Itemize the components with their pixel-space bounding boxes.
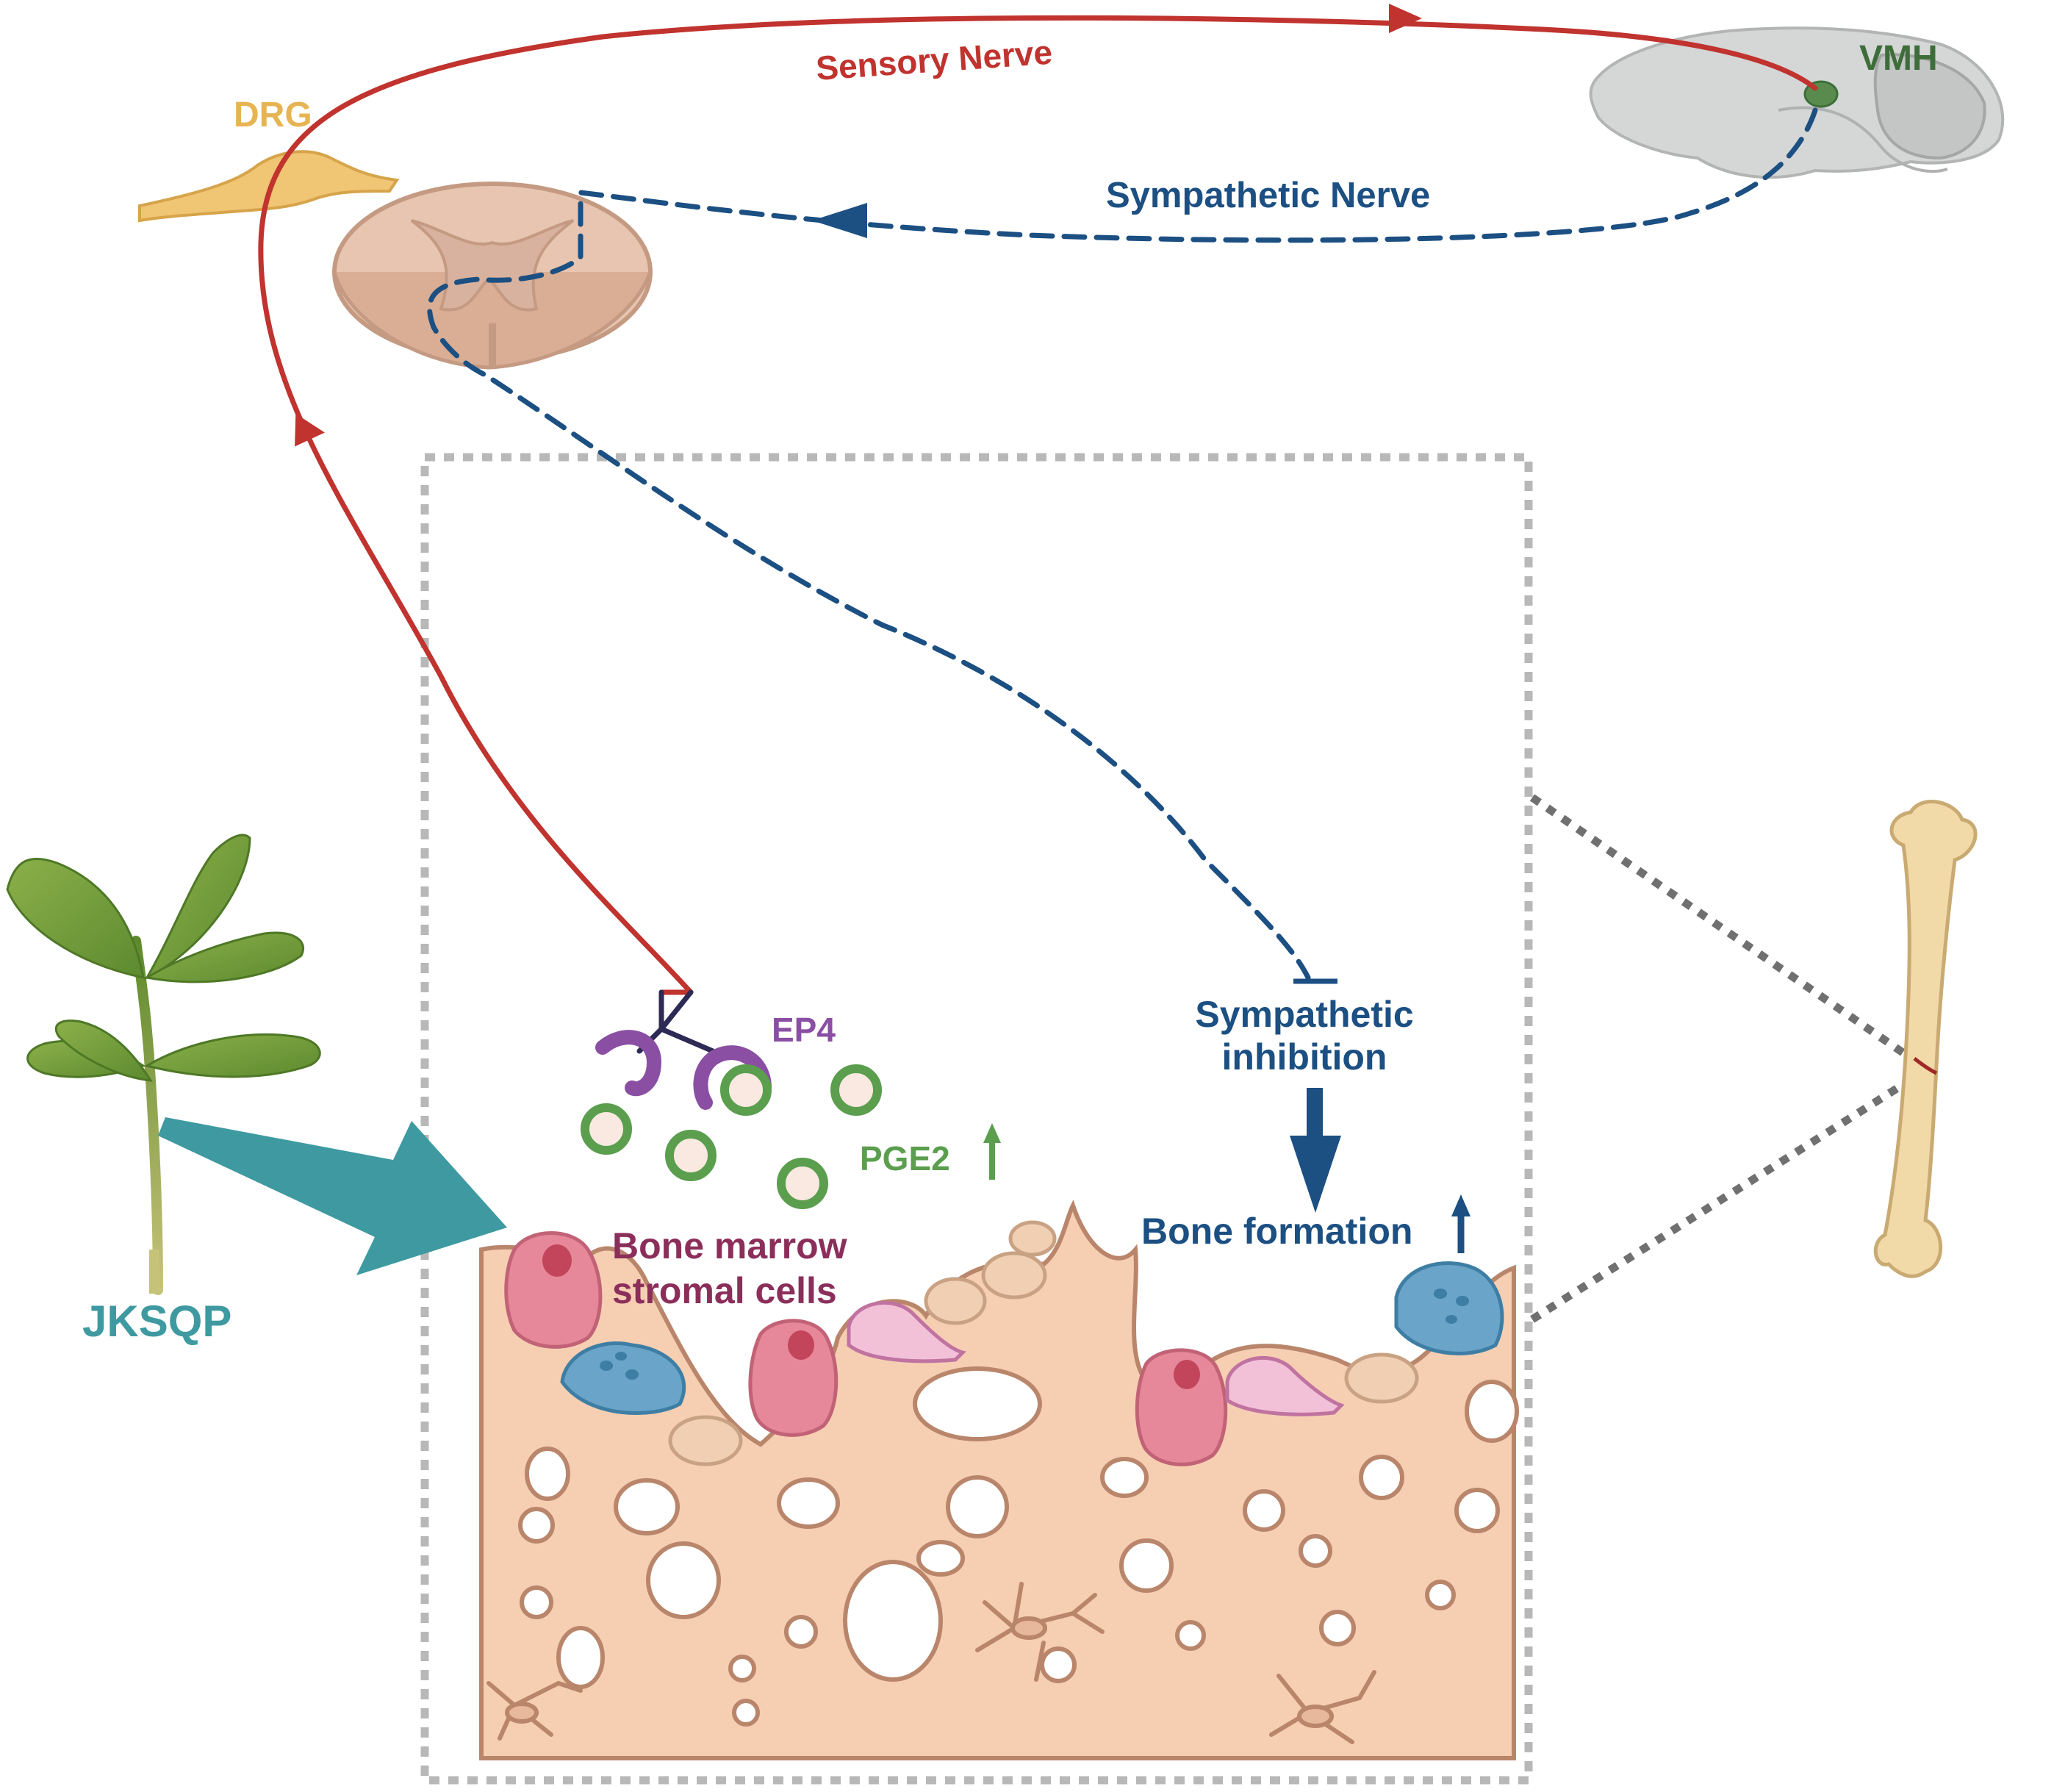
- sympathetic-inhibition-label: Sympathetic inhibition: [1195, 994, 1423, 1078]
- osteoblast-icon: [981, 1251, 1047, 1300]
- ep4-label: EP4: [772, 1011, 836, 1049]
- blue-cell-icon: [1394, 1261, 1504, 1355]
- sympathetic-nerve-label: Sympathetic Nerve: [1106, 176, 1430, 215]
- sympathetic-inhibition-line2: inhibition: [1222, 1036, 1387, 1078]
- bone-zoom-frame: [420, 453, 1533, 1785]
- sensory-nerve-label: Sensory Nerve: [815, 33, 1054, 87]
- sensory-nerve-path: [258, 15, 1818, 995]
- stromal-cell-icon: [1225, 1355, 1345, 1416]
- osteoblast-icon: [1344, 1352, 1419, 1404]
- pge2-label: PGE2: [860, 1139, 950, 1178]
- pge2-icon: [777, 1158, 828, 1209]
- drg-label: DRG: [234, 96, 312, 135]
- sensory-arrowhead-right: [1389, 4, 1422, 33]
- zoom-lines: [1529, 794, 1936, 1323]
- pink-cell-icon: [1135, 1348, 1228, 1466]
- vmh-label: VMH: [1859, 39, 1938, 78]
- stromal-cell-icon: [847, 1300, 966, 1363]
- pink-cell-icon: [748, 1319, 839, 1437]
- sensory-arrowhead-up: [295, 413, 325, 447]
- sympathetic-inhibition-line1: Sympathetic: [1195, 994, 1413, 1035]
- sympathetic-arrowhead: [812, 203, 867, 238]
- osteoblast-icon: [924, 1277, 987, 1325]
- blue-cell-icon: [560, 1341, 686, 1415]
- bmsc-line2: stromal cells: [612, 1270, 837, 1311]
- bmsc-label: Bone marrow stromal cells: [612, 1225, 857, 1311]
- drg-icon: [138, 150, 400, 223]
- ep4-receptor-icon: [595, 989, 772, 1110]
- pge2-molecules: [581, 1064, 882, 1209]
- plant-icon: [6, 834, 321, 1295]
- bmsc-line1: Bone marrow: [612, 1225, 847, 1266]
- femur-icon: [1873, 800, 1978, 1278]
- brain-icon: [1589, 26, 2005, 179]
- jksqp-label: JKSQP: [82, 1297, 231, 1346]
- osteoblast-icon: [1008, 1220, 1057, 1257]
- pge2-icon: [830, 1064, 882, 1116]
- pink-cell-icon: [504, 1231, 603, 1349]
- down-arrow-icon: [1290, 1088, 1341, 1213]
- bone-formation-up-arrow-icon: [1451, 1194, 1471, 1253]
- bone-formation-label: Bone formation: [1141, 1211, 1412, 1252]
- osteoblast-icon: [668, 1415, 743, 1466]
- pge2-up-arrow-icon: [983, 1123, 1001, 1180]
- bone-tissue: [479, 1200, 1519, 1760]
- spinal-cord-icon: [332, 182, 653, 370]
- pge2-icon: [581, 1103, 632, 1155]
- sympathetic-nerve-path: [427, 107, 1818, 981]
- jksqp-arrow-icon: [158, 1117, 507, 1275]
- pge2-icon: [720, 1064, 772, 1116]
- osteocyte-icon: [486, 1582, 1376, 1744]
- bone-cells: [504, 1220, 1504, 1466]
- pge2-icon: [665, 1130, 717, 1181]
